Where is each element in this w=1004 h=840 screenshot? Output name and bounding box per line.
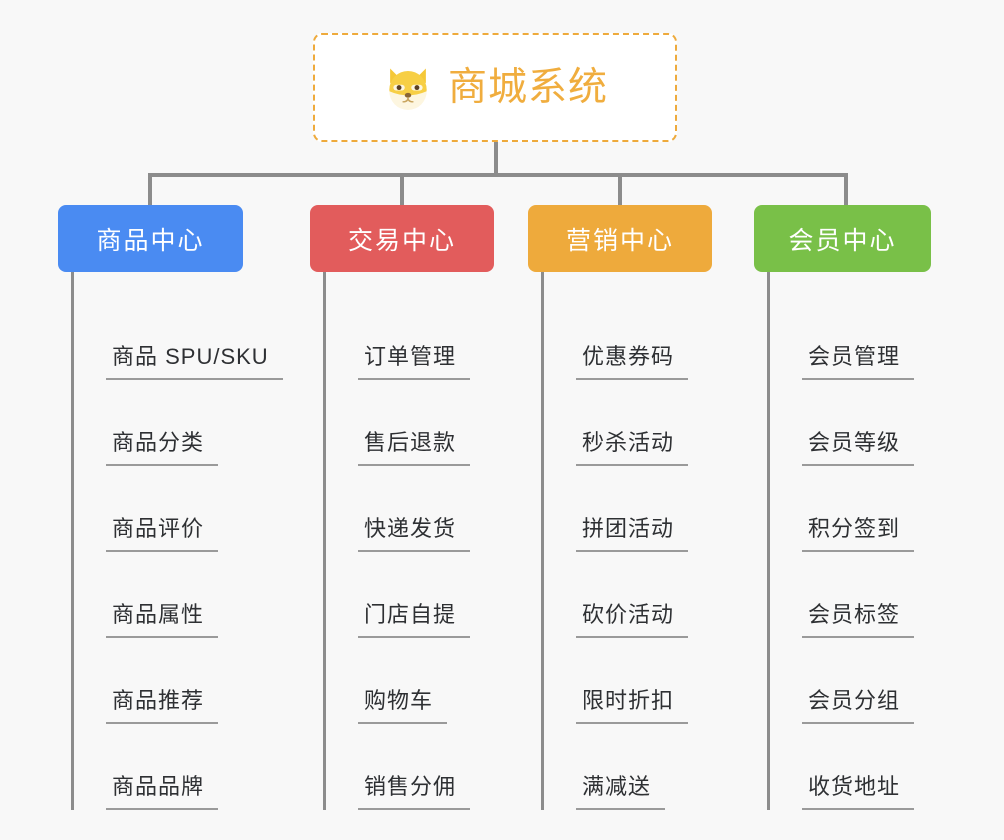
category-title: 营销中心	[565, 226, 674, 255]
leaf-label: 商品推荐	[106, 683, 219, 724]
category-title: 商品中心	[96, 226, 205, 255]
list-item[interactable]: 购物车	[326, 638, 494, 724]
branch-trade-center: 交易中心 订单管理 售后退款 快递发货 门店自提 购物车 销售分佣	[310, 205, 494, 810]
leaf-label: 砍价活动	[576, 597, 689, 638]
leaf-label: 商品分类	[106, 425, 219, 466]
list-item[interactable]: 订单管理	[326, 294, 494, 380]
root-title: 商城系统	[447, 66, 608, 109]
leaf-label: 积分签到	[802, 511, 915, 552]
leaf-label: 限时折扣	[576, 683, 689, 724]
connector-drop-1	[148, 173, 152, 205]
branch-marketing-center: 营销中心 优惠券码 秒杀活动 拼团活动 砍价活动 限时折扣 满减送	[528, 205, 712, 810]
leaf-list-member-center: 会员管理 会员等级 积分签到 会员标签 会员分组 收货地址	[767, 272, 931, 810]
connector-drop-4	[844, 173, 848, 205]
list-item[interactable]: 销售分佣	[326, 724, 494, 810]
connector-horizontal-bus	[148, 173, 848, 177]
category-header-trade-center[interactable]: 交易中心	[310, 205, 494, 272]
leaf-label: 商品评价	[106, 511, 219, 552]
leaf-label: 收货地址	[802, 769, 915, 810]
list-item[interactable]: 会员管理	[770, 294, 931, 380]
leaf-label: 订单管理	[358, 339, 471, 380]
leaf-label: 商品 SPU/SKU	[106, 339, 283, 380]
list-item[interactable]: 快递发货	[326, 466, 494, 552]
branch-product-center: 商品中心 商品 SPU/SKU 商品分类 商品评价 商品属性 商品推荐 商品品牌	[58, 205, 283, 810]
shiba-dog-face-icon	[389, 68, 427, 110]
category-header-member-center[interactable]: 会员中心	[754, 205, 931, 272]
category-header-product-center[interactable]: 商品中心	[58, 205, 243, 272]
list-item[interactable]: 收货地址	[770, 724, 931, 810]
list-item[interactable]: 门店自提	[326, 552, 494, 638]
leaf-label: 商品属性	[106, 597, 219, 638]
category-title: 会员中心	[788, 226, 897, 255]
leaf-label: 门店自提	[358, 597, 471, 638]
list-item[interactable]: 商品 SPU/SKU	[74, 294, 283, 380]
category-title: 交易中心	[347, 226, 456, 255]
category-header-marketing-center[interactable]: 营销中心	[528, 205, 712, 272]
leaf-label: 满减送	[576, 769, 666, 810]
leaf-label: 购物车	[358, 683, 448, 724]
connector-root-stem	[494, 142, 498, 176]
leaf-label: 销售分佣	[358, 769, 471, 810]
leaf-list-trade-center: 订单管理 售后退款 快递发货 门店自提 购物车 销售分佣	[323, 272, 494, 810]
leaf-label: 售后退款	[358, 425, 471, 466]
list-item[interactable]: 满减送	[544, 724, 712, 810]
leaf-list-marketing-center: 优惠券码 秒杀活动 拼团活动 砍价活动 限时折扣 满减送	[541, 272, 712, 810]
list-item[interactable]: 积分签到	[770, 466, 931, 552]
list-item[interactable]: 商品属性	[74, 552, 283, 638]
leaf-label: 商品品牌	[106, 769, 219, 810]
list-item[interactable]: 砍价活动	[544, 552, 712, 638]
leaf-list-product-center: 商品 SPU/SKU 商品分类 商品评价 商品属性 商品推荐 商品品牌	[71, 272, 283, 810]
list-item[interactable]: 优惠券码	[544, 294, 712, 380]
connector-drop-2	[400, 173, 404, 205]
leaf-label: 优惠券码	[576, 339, 689, 380]
list-item[interactable]: 商品品牌	[74, 724, 283, 810]
leaf-label: 拼团活动	[576, 511, 689, 552]
leaf-label: 会员标签	[802, 597, 915, 638]
leaf-label: 会员分组	[802, 683, 915, 724]
list-item[interactable]: 限时折扣	[544, 638, 712, 724]
list-item[interactable]: 售后退款	[326, 380, 494, 466]
list-item[interactable]: 商品推荐	[74, 638, 283, 724]
list-item[interactable]: 会员分组	[770, 638, 931, 724]
leaf-label: 快递发货	[358, 511, 471, 552]
branch-member-center: 会员中心 会员管理 会员等级 积分签到 会员标签 会员分组 收货地址	[754, 205, 931, 810]
list-item[interactable]: 拼团活动	[544, 466, 712, 552]
connector-drop-3	[618, 173, 622, 205]
leaf-label: 会员管理	[802, 339, 915, 380]
leaf-label: 秒杀活动	[576, 425, 689, 466]
leaf-label: 会员等级	[802, 425, 915, 466]
list-item[interactable]: 商品分类	[74, 380, 283, 466]
list-item[interactable]: 秒杀活动	[544, 380, 712, 466]
list-item[interactable]: 商品评价	[74, 466, 283, 552]
root-node[interactable]: 商城系统	[313, 33, 677, 142]
list-item[interactable]: 会员标签	[770, 552, 931, 638]
list-item[interactable]: 会员等级	[770, 380, 931, 466]
